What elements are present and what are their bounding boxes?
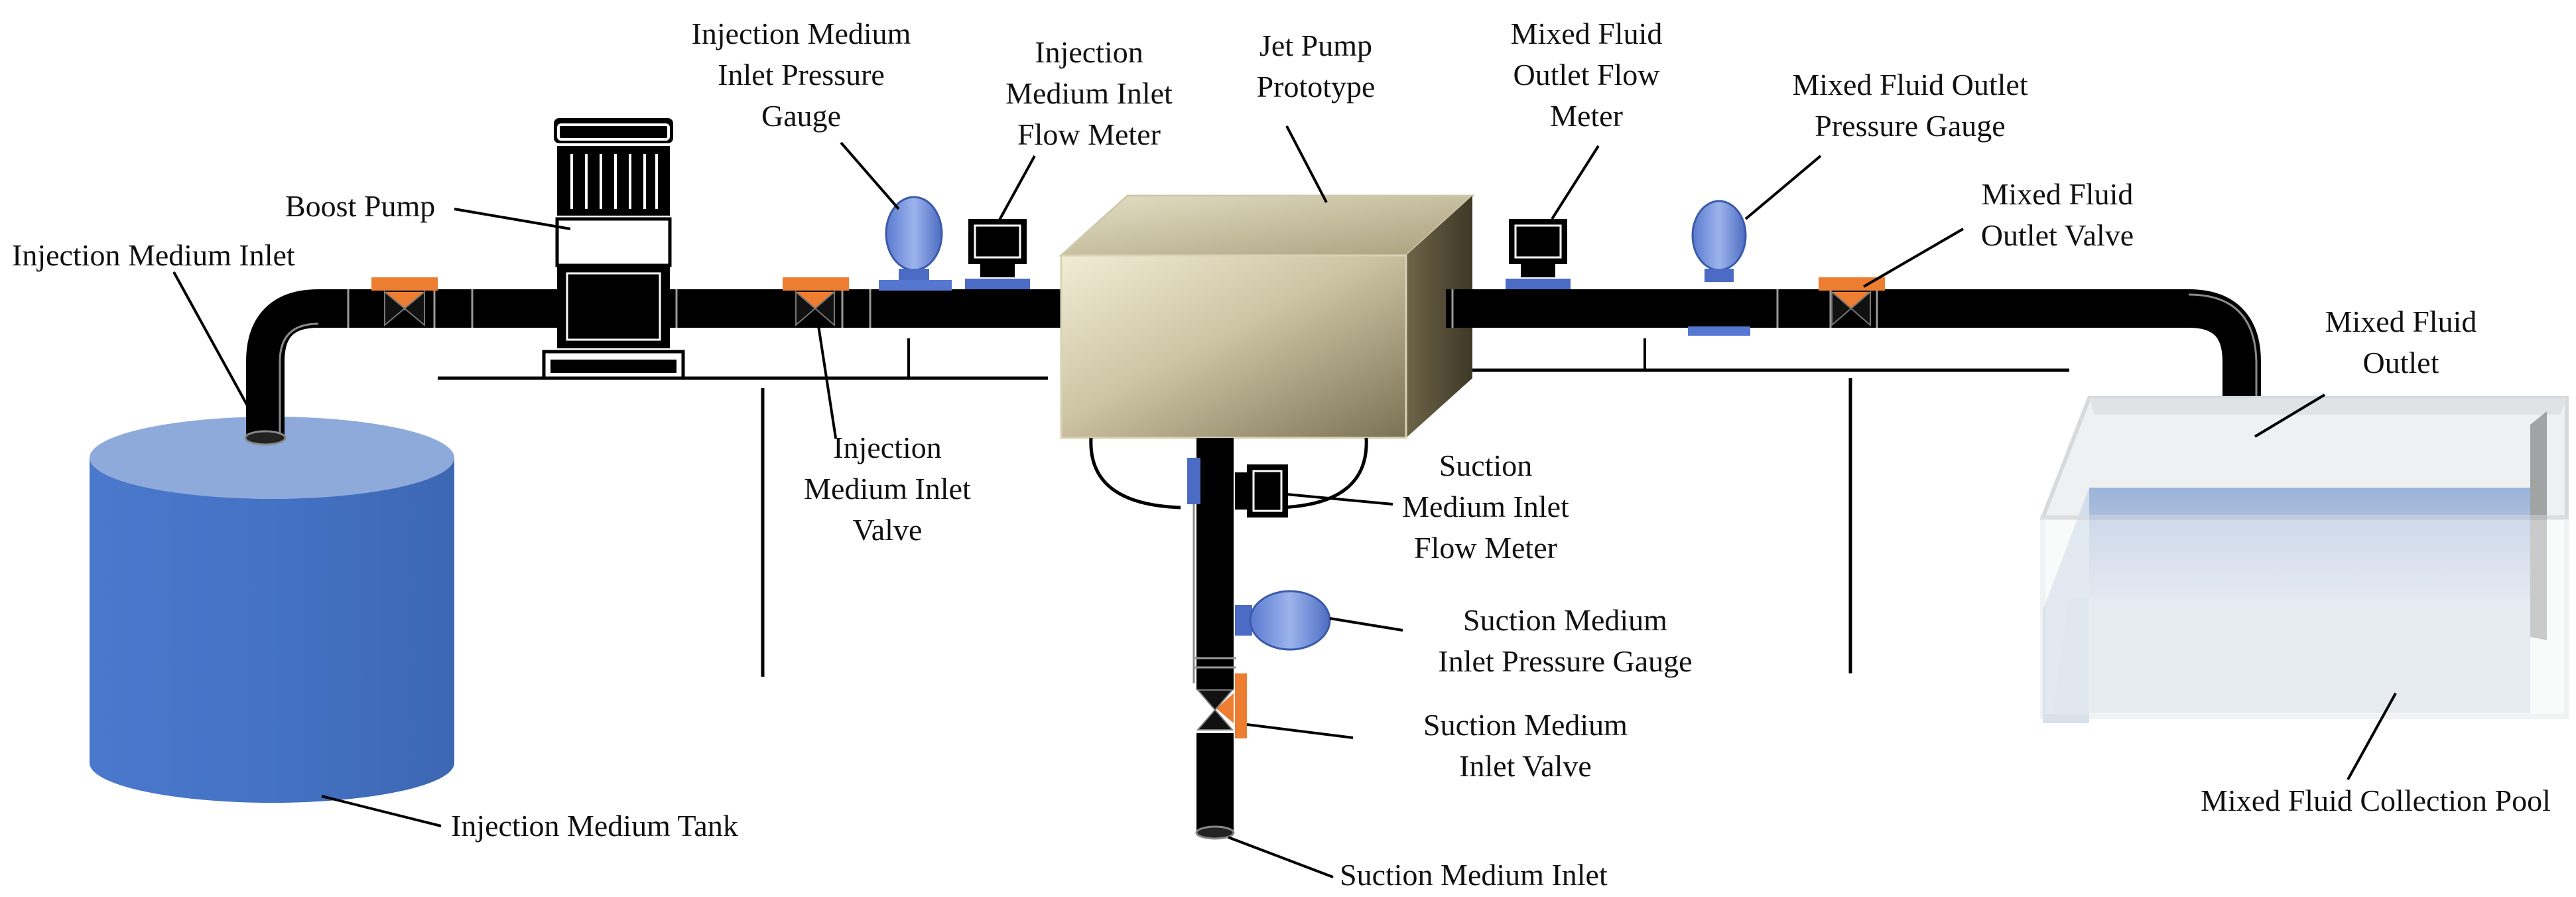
suction-flow-meter-icon — [1187, 458, 1288, 518]
svg-text:Outlet Valve: Outlet Valve — [1981, 218, 2134, 252]
label-mixed-fluid-collection-pool: Mixed Fluid Collection Pool — [2201, 784, 2551, 817]
label-suction-pressure-gauge: Suction Medium Inlet Pressure Gauge — [1438, 603, 1692, 678]
label-line: Injection Medium Inlet — [12, 238, 295, 272]
monitor-icon — [965, 219, 1030, 289]
svg-text:Injection: Injection — [833, 431, 942, 464]
svg-text:Mixed Fluid: Mixed Fluid — [1511, 17, 1663, 50]
svg-text:Injection Medium: Injection Medium — [692, 17, 911, 50]
injection-pipe — [244, 289, 1061, 446]
svg-text:Suction Medium: Suction Medium — [1423, 708, 1628, 742]
svg-text:Outlet: Outlet — [2363, 346, 2439, 380]
svg-text:Injection: Injection — [1035, 35, 1143, 69]
label-injection-flow-meter: Injection Medium Inlet Flow Meter — [1005, 35, 1173, 151]
svg-text:Gauge: Gauge — [761, 99, 841, 133]
mixed-outlet-valve-icon — [1819, 277, 1885, 327]
leader-lines — [172, 125, 2397, 878]
svg-text:Inlet Pressure Gauge: Inlet Pressure Gauge — [1438, 644, 1692, 678]
suction-pressure-gauge-icon — [1235, 590, 1331, 651]
label-boost-pump: Boost Pump — [285, 189, 435, 223]
svg-text:Prototype: Prototype — [1257, 70, 1376, 104]
label-injection-medium-tank: Injection Medium Tank — [451, 809, 738, 843]
svg-text:Inlet Valve: Inlet Valve — [1459, 749, 1592, 783]
svg-text:Outlet Flow: Outlet Flow — [1513, 58, 1660, 92]
svg-text:Suction: Suction — [1439, 448, 1533, 482]
svg-text:Jet Pump: Jet Pump — [1259, 29, 1372, 62]
label-injection-medium-inlet: Injection Medium Inlet — [12, 238, 295, 272]
svg-text:Flow Meter: Flow Meter — [1017, 117, 1161, 151]
injection-inlet-valve-icon — [783, 277, 849, 327]
label-mixed-fluid-outlet: Mixed Fluid Outlet — [2325, 305, 2477, 380]
svg-text:Medium Inlet: Medium Inlet — [804, 472, 971, 506]
svg-text:Valve: Valve — [853, 513, 923, 547]
label-mixed-outlet-valve: Mixed Fluid Outlet Valve — [1981, 177, 2134, 252]
label-injection-inlet-valve: Injection Medium Inlet Valve — [804, 431, 971, 547]
svg-text:Inlet Pressure: Inlet Pressure — [718, 58, 885, 92]
suction-pipe — [1089, 437, 1368, 840]
mixed-flow-meter-icon — [1506, 219, 1571, 289]
mixed-pressure-gauge-icon — [1688, 200, 1750, 336]
svg-text:Meter: Meter — [1550, 99, 1623, 133]
svg-text:Suction Medium: Suction Medium — [1463, 603, 1667, 637]
svg-text:Medium Inlet: Medium Inlet — [1402, 490, 1569, 523]
injection-medium-tank — [90, 417, 454, 803]
label-suction-flow-meter: Suction Medium Inlet Flow Meter — [1402, 448, 1569, 565]
butterfly-valve-icon — [371, 277, 438, 327]
svg-text:Mixed Fluid: Mixed Fluid — [1982, 177, 2134, 211]
svg-text:Suction Medium Inlet: Suction Medium Inlet — [1340, 858, 1608, 892]
svg-text:Injection Medium Tank: Injection Medium Tank — [451, 809, 738, 843]
label-line: Boost Pump — [285, 189, 435, 223]
label-injection-pressure-gauge: Injection Medium Inlet Pressure Gauge — [692, 17, 911, 133]
suction-inlet-valve-icon — [1196, 673, 1247, 738]
pressure-gauge-icon — [879, 196, 952, 291]
svg-text:Mixed Fluid Collection Pool: Mixed Fluid Collection Pool — [2201, 784, 2551, 817]
jet-pump-prototype — [1059, 194, 1475, 439]
svg-text:Mixed Fluid Outlet: Mixed Fluid Outlet — [1792, 68, 2028, 102]
boost-pump-icon — [542, 118, 685, 380]
svg-text:Mixed Fluid: Mixed Fluid — [2325, 305, 2477, 338]
mixed-fluid-collection-pool — [2039, 396, 2569, 723]
label-suction-medium-inlet: Suction Medium Inlet — [1340, 858, 1608, 892]
label-jet-pump-prototype: Jet Pump Prototype — [1257, 29, 1376, 104]
support-frame — [438, 338, 2069, 677]
label-mixed-pressure-gauge: Mixed Fluid Outlet Pressure Gauge — [1792, 68, 2028, 143]
svg-text:Medium Inlet: Medium Inlet — [1005, 76, 1173, 110]
svg-text:Flow Meter: Flow Meter — [1414, 531, 1557, 565]
label-mixed-flow-meter: Mixed Fluid Outlet Flow Meter — [1511, 17, 1663, 133]
svg-text:Pressure Gauge: Pressure Gauge — [1815, 109, 2005, 143]
label-suction-inlet-valve: Suction Medium Inlet Valve — [1423, 708, 1628, 783]
